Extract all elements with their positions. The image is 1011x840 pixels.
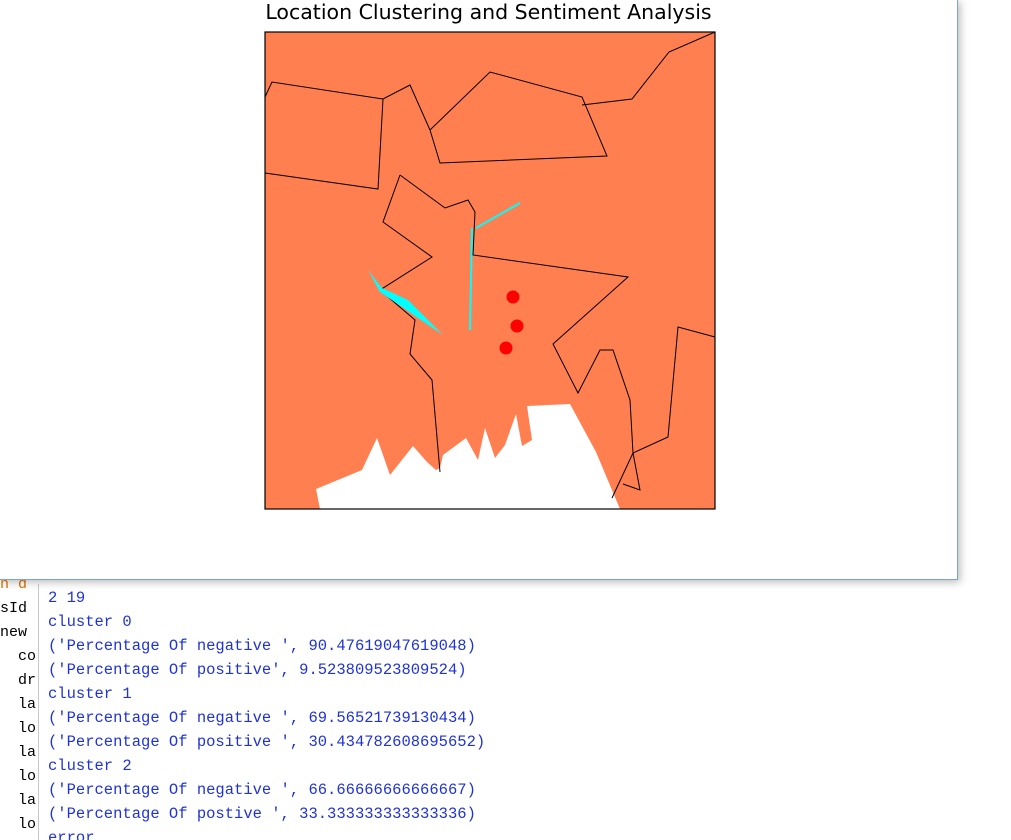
border-line xyxy=(399,174,634,499)
figure-window[interactable]: Location Clustering and Sentiment Analys… xyxy=(0,0,958,580)
border-line xyxy=(429,71,608,164)
console-line: ('Percentage Of positive', 9.52380952380… xyxy=(48,661,467,679)
console-line: 2 19 xyxy=(48,589,86,607)
console-line: ('Percentage Of positive ', 30.434782608… xyxy=(48,733,486,751)
editor-line: new xyxy=(0,624,28,641)
editor-line: sId xyxy=(0,600,28,617)
console-line: cluster 2 xyxy=(48,757,132,775)
console-line: ('Percentage Of negative ', 66.666666666… xyxy=(48,781,476,799)
cluster-point xyxy=(499,341,513,355)
border-line xyxy=(379,174,441,473)
axes-frame xyxy=(264,31,716,510)
editor-line: lo xyxy=(0,768,37,785)
console-line: cluster 1 xyxy=(48,685,132,703)
console-line: ('Percentage Of negative ', 90.476190476… xyxy=(48,637,476,655)
map-plot xyxy=(264,31,716,510)
river-line xyxy=(469,227,473,331)
editor-line: co xyxy=(0,648,37,665)
border-line xyxy=(581,31,716,106)
console-line: cluster 0 xyxy=(48,613,132,631)
editor-line: n d xyxy=(0,578,28,593)
editor-line: la xyxy=(0,744,37,761)
editor-line: la xyxy=(0,696,37,713)
editor-line: la xyxy=(0,792,37,809)
console-line: error xyxy=(48,829,95,840)
console-line: ('Percentage Of negative ', 69.565217391… xyxy=(48,709,476,727)
figure-title: Location Clustering and Sentiment Analys… xyxy=(265,0,712,24)
border-line xyxy=(622,326,716,491)
water-area xyxy=(316,404,620,509)
river-line xyxy=(475,202,521,229)
cluster-point xyxy=(506,290,520,304)
editor-line: lo xyxy=(0,720,37,737)
border-line xyxy=(264,98,384,190)
code-editor-background[interactable]: n d sId new co dr la lo la lo la lo xyxy=(0,578,38,840)
editor-line: lo xyxy=(0,816,37,833)
console-line: ('Percentage Of postive ', 33.3333333333… xyxy=(48,805,476,823)
land-area xyxy=(265,32,715,509)
river-shape xyxy=(368,270,443,335)
console-output-panel[interactable]: 2 19 cluster 0 ('Percentage Of negative … xyxy=(38,584,1011,840)
cluster-point xyxy=(510,319,524,333)
country-borders xyxy=(264,31,716,499)
editor-line: dr xyxy=(0,672,37,689)
rivers xyxy=(368,202,521,335)
